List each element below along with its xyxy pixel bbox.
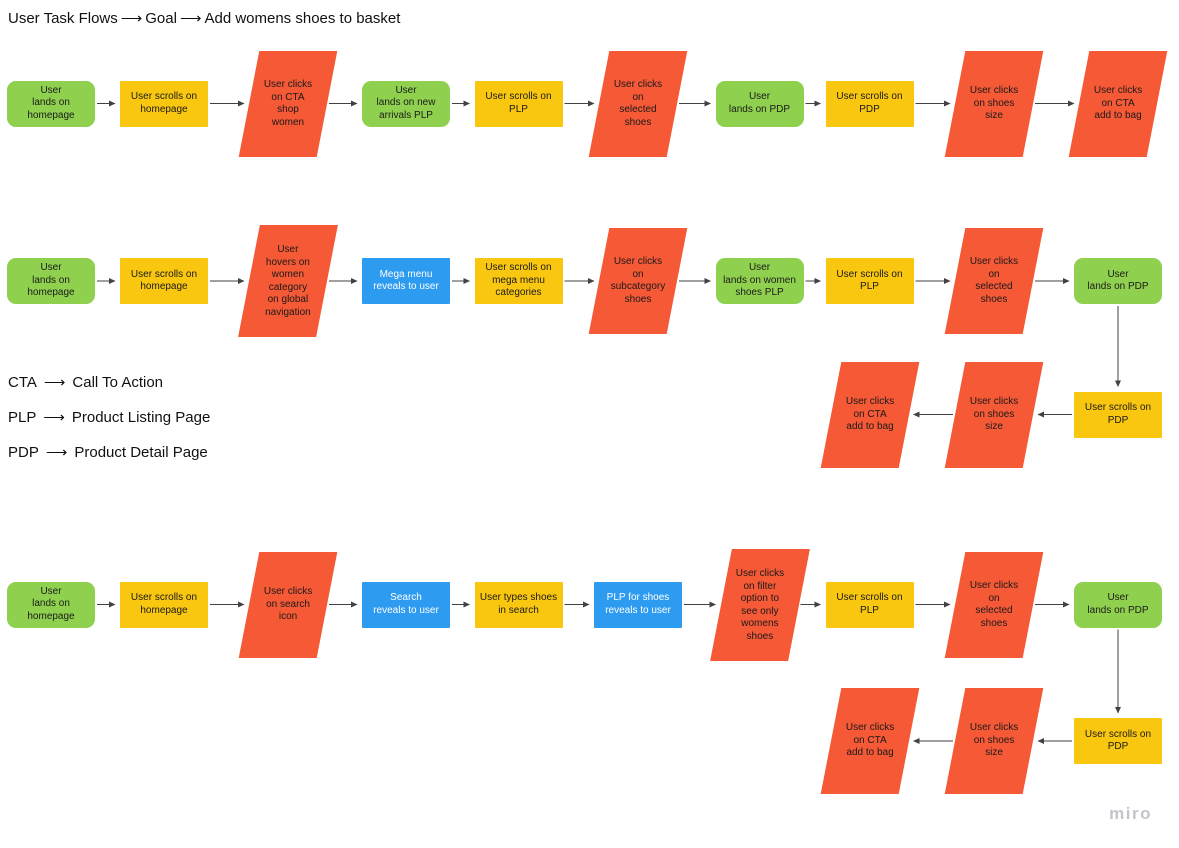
- flow2-node-4[interactable]: Mega menu reveals to user: [362, 258, 450, 304]
- legend-row-pdp[interactable]: PDP ⟶ Product Detail Page: [8, 443, 210, 462]
- legend-arrow-icon: ⟶: [43, 374, 66, 391]
- flow-node-label: User scrolls on mega menu categories: [485, 262, 552, 299]
- flow1-node-4[interactable]: User lands on new arrivals PLP: [362, 80, 450, 127]
- legend: CTA ⟶ Call To Action PLP ⟶ Product Listi…: [8, 373, 210, 478]
- title-part-goal-text: Add womens shoes to basket: [204, 9, 401, 27]
- flow-node-label: User clicks on CTA shop women: [263, 78, 313, 128]
- flow1-node-7[interactable]: User lands on PDP: [715, 80, 804, 127]
- legend-row-plp[interactable]: PLP ⟶ Product Listing Page: [8, 408, 211, 427]
- flow-node-label: User lands on PDP: [728, 91, 791, 115]
- flow3-node-2[interactable]: User scrolls on homepage: [120, 581, 208, 628]
- flow1-node-2[interactable]: User scrolls on homepage: [120, 80, 208, 127]
- miro-logo: miro: [1109, 804, 1152, 823]
- flow-node-label: User clicks on shoes size: [969, 84, 1019, 121]
- legend-term: PLP: [8, 408, 37, 426]
- title-arrow-icon: ⟶: [120, 10, 143, 27]
- flow-node-label: User lands on homepage: [27, 84, 75, 121]
- flow-node-label: User scrolls on PLP: [836, 592, 903, 616]
- flow2-node-10[interactable]: User lands on PDP: [1074, 258, 1162, 304]
- flow-node-label: User clicks on CTA add to bag: [1093, 84, 1143, 121]
- board-title[interactable]: User Task Flows ⟶ Goal ⟶ Add womens shoe…: [8, 9, 401, 28]
- flow3-node-11[interactable]: User scrolls on PDP: [1074, 718, 1162, 764]
- flow3-node-6[interactable]: PLP for shoes reveals to user: [594, 581, 682, 628]
- flow-node-label: User clicks on selected shoes: [613, 78, 663, 128]
- title-part-flows: User Task Flows: [8, 9, 118, 27]
- flow-node-label: User lands on women shoes PLP: [723, 262, 796, 299]
- flow-node-label: User hovers on women category on global …: [265, 243, 311, 318]
- flow2-node-1[interactable]: User lands on homepage: [7, 258, 95, 304]
- title-arrow-icon: ⟶: [179, 10, 202, 27]
- flow-node-label: User clicks on filter option to see only…: [735, 567, 784, 641]
- flow-node-label: User lands on PDP: [1087, 268, 1149, 293]
- legend-arrow-icon: ⟶: [45, 444, 68, 461]
- flow-node-label: User types shoes in search: [479, 592, 558, 616]
- flow-node-label: User scrolls on homepage: [130, 268, 198, 293]
- flow1-node-5[interactable]: User scrolls on PLP: [474, 80, 563, 127]
- flow3-node-4[interactable]: Search reveals to user: [362, 581, 450, 628]
- flow2-node-11[interactable]: User scrolls on PDP: [1074, 391, 1162, 438]
- flow2-node-5[interactable]: User scrolls on mega menu categories: [474, 258, 563, 304]
- flow3-node-8[interactable]: User scrolls on PLP: [825, 581, 914, 628]
- legend-definition: Call To Action: [72, 373, 164, 391]
- flow-node-label: User scrolls on homepage: [130, 91, 198, 115]
- flow-node-label: PLP for shoes reveals to user: [605, 592, 671, 616]
- flow-node-label: User lands on homepage: [27, 262, 75, 299]
- flow-node-label: User clicks on shoes size: [969, 722, 1019, 759]
- flow1-node-1[interactable]: User lands on homepage: [7, 80, 95, 127]
- flow-node-label: Search reveals to user: [373, 592, 439, 616]
- legend-term: CTA: [8, 373, 37, 391]
- legend-row-cta[interactable]: CTA ⟶ Call To Action: [8, 373, 210, 392]
- flow-node-label: User clicks on selected shoes: [969, 256, 1019, 305]
- flow-node-label: User scrolls on PDP: [836, 91, 903, 115]
- flow-node-label: User clicks on subcategory shoes: [610, 256, 666, 305]
- flow-node-label: User lands on homepage: [27, 585, 75, 622]
- legend-definition: Product Listing Page: [71, 408, 211, 426]
- legend-term: PDP: [8, 443, 39, 461]
- flow3-node-10[interactable]: User lands on PDP: [1074, 581, 1162, 628]
- title-part-goal: Goal: [145, 9, 177, 27]
- flow3-node-1[interactable]: User lands on homepage: [7, 581, 95, 628]
- flow-node-label: User scrolls on PDP: [1084, 402, 1152, 426]
- flow-node-label: Mega menu reveals to user: [373, 268, 439, 293]
- flow-node-label: User clicks on CTA add to bag: [845, 722, 894, 759]
- flow1-node-8[interactable]: User scrolls on PDP: [825, 80, 914, 127]
- flow-node-label: User scrolls on PLP: [485, 91, 552, 115]
- flow-node-label: User scrolls on PDP: [1084, 728, 1152, 753]
- flow-node-label: User lands on new arrivals PLP: [376, 84, 436, 121]
- legend-definition: Product Detail Page: [74, 443, 208, 461]
- flow2-node-2[interactable]: User scrolls on homepage: [120, 258, 208, 304]
- flow-node-label: User clicks on shoes size: [969, 395, 1019, 432]
- flow-node-label: User clicks on CTA add to bag: [845, 395, 894, 432]
- flow-node-label: User clicks on search icon: [263, 585, 313, 622]
- flow-node-label: User clicks on selected shoes: [969, 579, 1019, 629]
- legend-arrow-icon: ⟶: [43, 409, 65, 426]
- flow-node-label: User scrolls on PLP: [836, 268, 903, 293]
- flow-node-label: User scrolls on homepage: [130, 592, 198, 616]
- flow2-node-8[interactable]: User scrolls on PLP: [825, 258, 914, 304]
- flow3-node-5[interactable]: User types shoes in search: [474, 581, 563, 628]
- flow2-node-7[interactable]: User lands on women shoes PLP: [715, 258, 804, 304]
- flow-node-label: User lands on PDP: [1087, 592, 1149, 616]
